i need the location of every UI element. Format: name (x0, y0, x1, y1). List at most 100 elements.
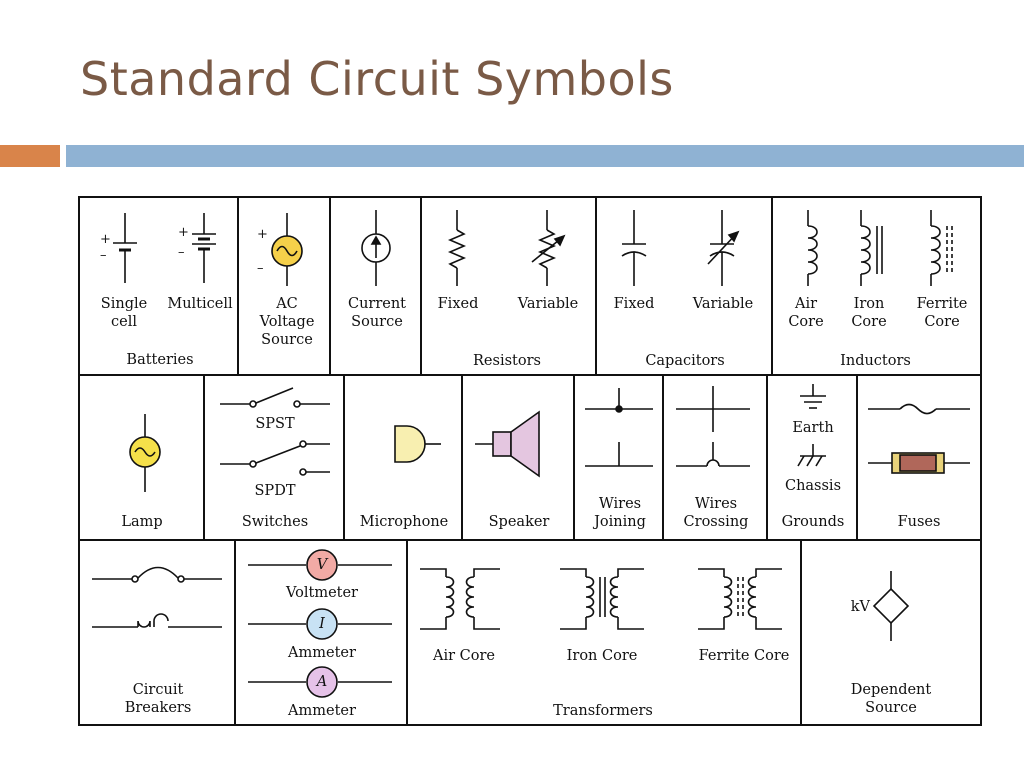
transformer-iron-core-icon (560, 568, 644, 630)
batteries-group-label: Batteries (126, 352, 194, 368)
cell-capacitors: Fixed Variable Capacitors (597, 198, 773, 374)
cell-lamp: Lamp (80, 376, 205, 539)
cell-batteries: + – + – Single cell Multicell Batteries (80, 198, 239, 374)
transformer-air-label: Air Core (433, 648, 495, 664)
inductor-iron-label: Iron Core (851, 296, 887, 330)
voltmeter-label: Voltmeter (285, 585, 358, 601)
speaker-icon (475, 410, 540, 478)
dependent-source-label: Dependent Source (850, 682, 932, 716)
ammeter-label-1: Ammeter (288, 645, 356, 661)
switch-spst-label: SPST (255, 416, 295, 432)
inductor-air-core-icon (807, 210, 818, 286)
cell-ac-source: + – AC Voltage Source (239, 198, 331, 374)
cell-fuses: Fuses (858, 376, 980, 539)
capacitors-group-label: Capacitors (645, 353, 725, 369)
transformers-group-label: Transformers (553, 703, 653, 719)
cell-switches: SPST SPDT Switches (205, 376, 345, 539)
battery-single-icon: + – (100, 213, 137, 283)
switch-spst-icon (220, 387, 330, 408)
svg-text:+: + (100, 232, 111, 247)
voltmeter-symbol: V (316, 557, 328, 573)
capacitor-fixed-icon (621, 210, 647, 286)
svg-text:+: + (178, 225, 189, 240)
capacitor-variable-label: Variable (692, 296, 754, 312)
transformer-iron-label: Iron Core (566, 648, 638, 664)
inductor-iron-core-icon (860, 210, 883, 286)
batteries-multi-label: Multicell (167, 296, 233, 312)
svg-text:–: – (100, 248, 107, 263)
svg-text:–: – (257, 261, 264, 276)
batteries-single-label: Single cell (100, 296, 148, 330)
ammeter-a-symbol: A (316, 674, 328, 690)
transformer-ferrite-core-icon (698, 568, 782, 630)
inductor-ferrite-label: Ferrite Core (916, 296, 968, 330)
fuse-curve-icon (868, 403, 970, 415)
microphone-icon (394, 425, 441, 463)
resistor-fixed-icon (447, 210, 467, 286)
battery-multicell-icon: + – (178, 213, 216, 283)
resistor-variable-label: Variable (517, 296, 579, 312)
switch-spdt-label: SPDT (254, 483, 296, 499)
ammeter-i-symbol: I (319, 616, 325, 632)
earth-label: Earth (792, 420, 834, 436)
cell-speaker: Speaker (463, 376, 575, 539)
svg-text:–: – (178, 245, 185, 260)
cell-dependent-source: kV Dependent Source (802, 541, 980, 724)
current-source-label: Current Source (347, 296, 407, 330)
current-source-icon (361, 210, 391, 286)
chassis-ground-icon (797, 444, 826, 467)
page-title: Standard Circuit Symbols (80, 52, 674, 106)
cell-current-source: Current Source (331, 198, 422, 374)
microphone-label: Microphone (359, 514, 449, 530)
symbols-table: + – + – Single cell Multicell Batteries (78, 196, 982, 726)
lamp-icon (129, 414, 161, 492)
symbols-row-2: Lamp SPST SPDT Switches (80, 376, 980, 541)
ac-source-label: AC Voltage Source (259, 296, 315, 348)
voltmeter-icon (248, 549, 392, 581)
earth-ground-icon (800, 384, 826, 409)
transformer-ferrite-label: Ferrite Core (698, 648, 790, 664)
accent-bar-blue (66, 145, 1024, 167)
inductors-group-label: Inductors (840, 353, 911, 369)
chassis-label: Chassis (784, 478, 842, 494)
circuit-breakers-label: Circuit Breakers (124, 682, 192, 716)
dependent-source-kv: kV (850, 599, 870, 615)
resistor-variable-icon (531, 210, 566, 286)
cell-transformers: Air Core Iron Core Ferrite Core Transfor… (408, 541, 802, 724)
wires-joining-icon (585, 388, 653, 467)
resistors-group-label: Resistors (473, 353, 541, 369)
symbols-row-1: + – + – Single cell Multicell Batteries (80, 198, 980, 376)
wires-crossing-label: Wires Crossing (683, 496, 749, 530)
cell-meters: V I A Voltmeter Ammeter Ammeter (236, 541, 408, 724)
capacitor-variable-icon (707, 210, 740, 286)
dependent-source-icon (872, 571, 910, 641)
symbols-row-3: Circuit Breakers V I A Voltmeter Amm (80, 541, 980, 724)
resistor-fixed-label: Fixed (437, 296, 479, 312)
circuit-breaker-icon (92, 566, 222, 583)
lamp-label: Lamp (121, 514, 163, 530)
cell-wires-joining: Wires Joining (575, 376, 664, 539)
thermal-breaker-icon (92, 613, 222, 628)
cell-wires-crossing: Wires Crossing (664, 376, 768, 539)
svg-text:+: + (257, 227, 268, 242)
speaker-label: Speaker (488, 514, 550, 530)
ac-voltage-source-icon: + – (257, 213, 303, 286)
grounds-group-label: Grounds (781, 514, 845, 530)
cell-resistors: Fixed Variable Resistors (422, 198, 597, 374)
cell-microphone: Microphone (345, 376, 463, 539)
accent-bar-orange (0, 145, 60, 167)
ammeter-a-icon (248, 666, 392, 698)
transformer-air-core-icon (420, 568, 500, 630)
switch-spdt-icon (220, 440, 330, 476)
cell-grounds: Earth Chassis Grounds (768, 376, 858, 539)
inductor-ferrite-core-icon (930, 210, 953, 286)
inductor-air-label: Air Core (788, 296, 824, 330)
capacitor-fixed-label: Fixed (613, 296, 655, 312)
switches-group-label: Switches (241, 514, 309, 530)
ammeter-label-2: Ammeter (288, 703, 356, 719)
wires-crossing-icon (676, 386, 750, 467)
ammeter-i-icon (248, 608, 392, 640)
wires-joining-label: Wires Joining (594, 496, 646, 530)
fuses-label: Fuses (897, 514, 941, 530)
cell-inductors: Air Core Iron Core Ferrite Core Inductor… (773, 198, 980, 374)
